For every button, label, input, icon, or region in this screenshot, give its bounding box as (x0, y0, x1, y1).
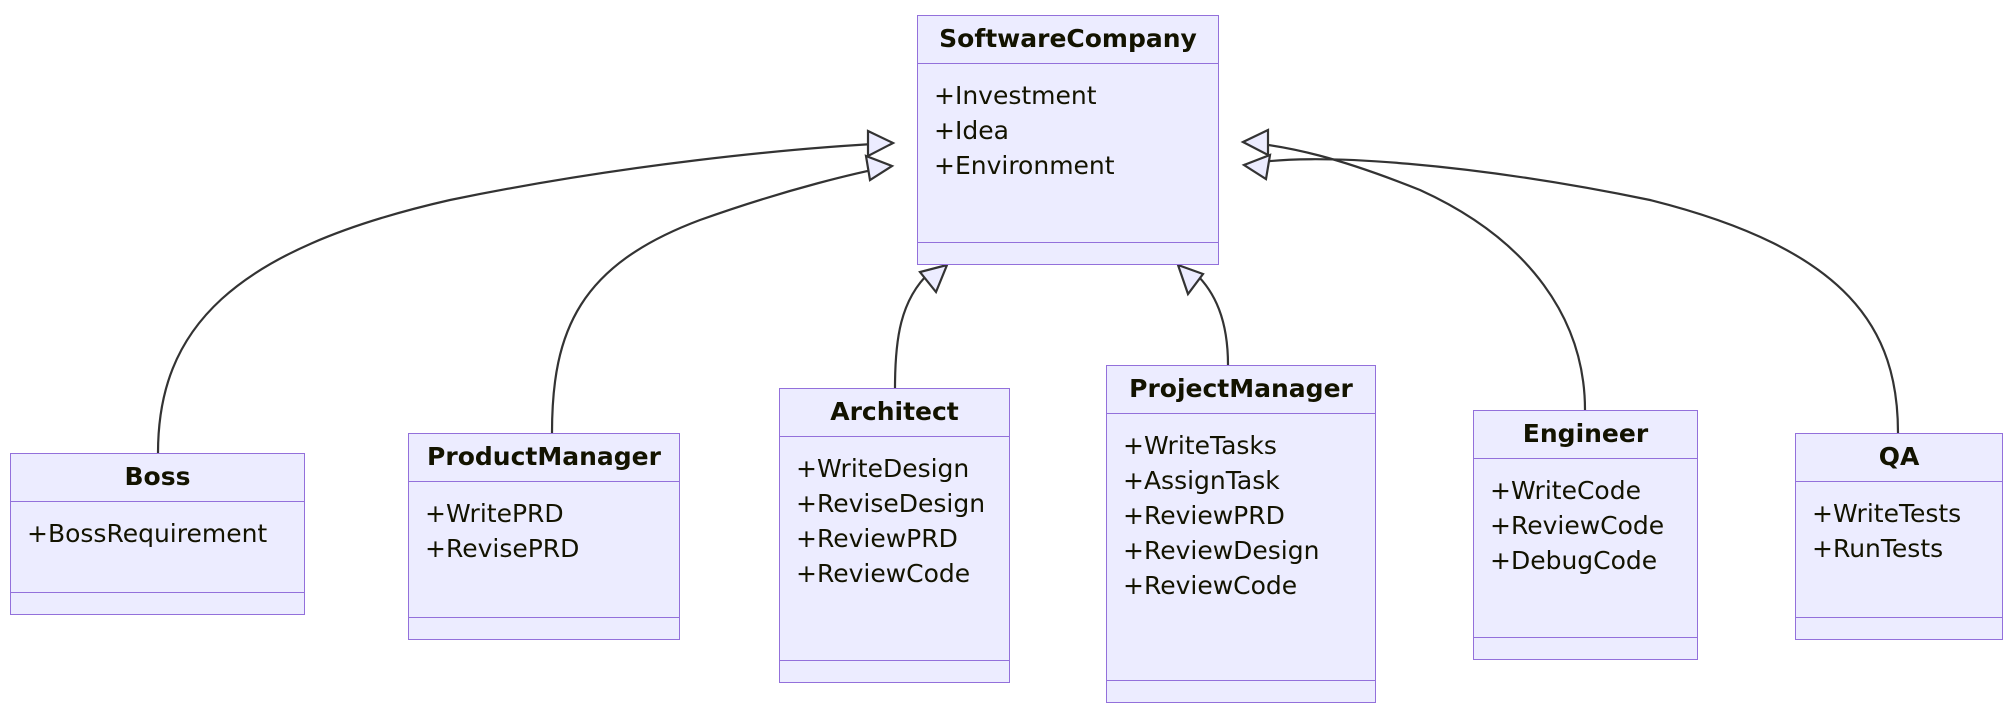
class-attribute: +ReviewCode (1123, 571, 1298, 600)
class-attributes-engineer: +WriteCode +ReviewCode +DebugCode (1474, 459, 1697, 638)
class-attribute: +WriteCode (1490, 476, 1641, 505)
class-attributes-product-manager: +WritePRD +RevisePRD (409, 482, 679, 618)
class-attribute: +ReviseDesign (796, 489, 986, 518)
edge-architect-to-softwarecompany (893, 263, 949, 389)
class-attribute: +ReviewPRD (796, 524, 958, 553)
class-methods-boss (11, 593, 304, 614)
class-attribute: +Investment (934, 81, 1097, 110)
uml-class-engineer[interactable]: Engineer +WriteCode +ReviewCode +DebugCode (1473, 410, 1698, 660)
class-methods-project-manager (1107, 681, 1375, 702)
class-methods-qa (1796, 618, 2002, 639)
class-attribute: +ReviewPRD (1123, 501, 1285, 530)
class-title-engineer: Engineer (1474, 411, 1697, 459)
uml-class-product-manager[interactable]: ProductManager +WritePRD +RevisePRD (408, 433, 680, 640)
class-attribute: +ReviewCode (796, 559, 971, 588)
class-attributes-architect: +WriteDesign +ReviseDesign +ReviewPRD +Revi… (780, 437, 1009, 661)
class-attribute: +RevisePRD (425, 534, 580, 563)
class-attribute: +ReviewCode (1490, 511, 1665, 540)
uml-class-software-company[interactable]: SoftwareCompany +Investment +Idea +Environm… (917, 15, 1219, 265)
uml-class-architect[interactable]: Architect +WriteDesign +ReviseDesign +Revie… (779, 388, 1010, 683)
edge-projectmanager-to-softwarecompany (1176, 263, 1230, 366)
class-attribute: +WriteTests (1812, 499, 1962, 528)
uml-class-qa[interactable]: QA +WriteTests +RunTests (1795, 433, 2003, 640)
class-attribute: +BossRequirement (27, 519, 268, 548)
class-attribute: +RunTests (1812, 534, 1944, 563)
class-attributes-boss: +BossRequirement (11, 502, 304, 593)
class-title-boss: Boss (11, 454, 304, 502)
class-attribute: +Idea (934, 116, 1009, 145)
class-title-qa: QA (1796, 434, 2002, 482)
class-attribute: +DebugCode (1490, 546, 1658, 575)
class-title-product-manager: ProductManager (409, 434, 679, 482)
class-attribute: +ReviewDesign (1123, 536, 1320, 565)
class-methods-architect (780, 661, 1009, 682)
class-methods-engineer (1474, 638, 1697, 659)
class-attributes-project-manager: +WriteTasks +AssignTask +ReviewPRD +ReviewD… (1107, 414, 1375, 681)
class-attributes-software-company: +Investment +Idea +Environment (918, 64, 1218, 243)
class-methods-product-manager (409, 618, 679, 639)
class-attribute: +Environment (934, 151, 1115, 180)
class-attribute: +WritePRD (425, 499, 564, 528)
class-attribute: +WriteDesign (796, 454, 970, 483)
class-attributes-qa: +WriteTests +RunTests (1796, 482, 2002, 618)
class-methods-software-company (918, 243, 1218, 264)
uml-class-project-manager[interactable]: ProjectManager +WriteTasks +AssignTask +Rev… (1106, 365, 1376, 703)
class-attribute: +AssignTask (1123, 466, 1280, 495)
uml-class-boss[interactable]: Boss +BossRequirement (10, 453, 305, 615)
class-title-project-manager: ProjectManager (1107, 366, 1375, 414)
class-title-software-company: SoftwareCompany (918, 16, 1218, 64)
class-title-architect: Architect (780, 389, 1009, 437)
class-attribute: +WriteTasks (1123, 431, 1277, 460)
